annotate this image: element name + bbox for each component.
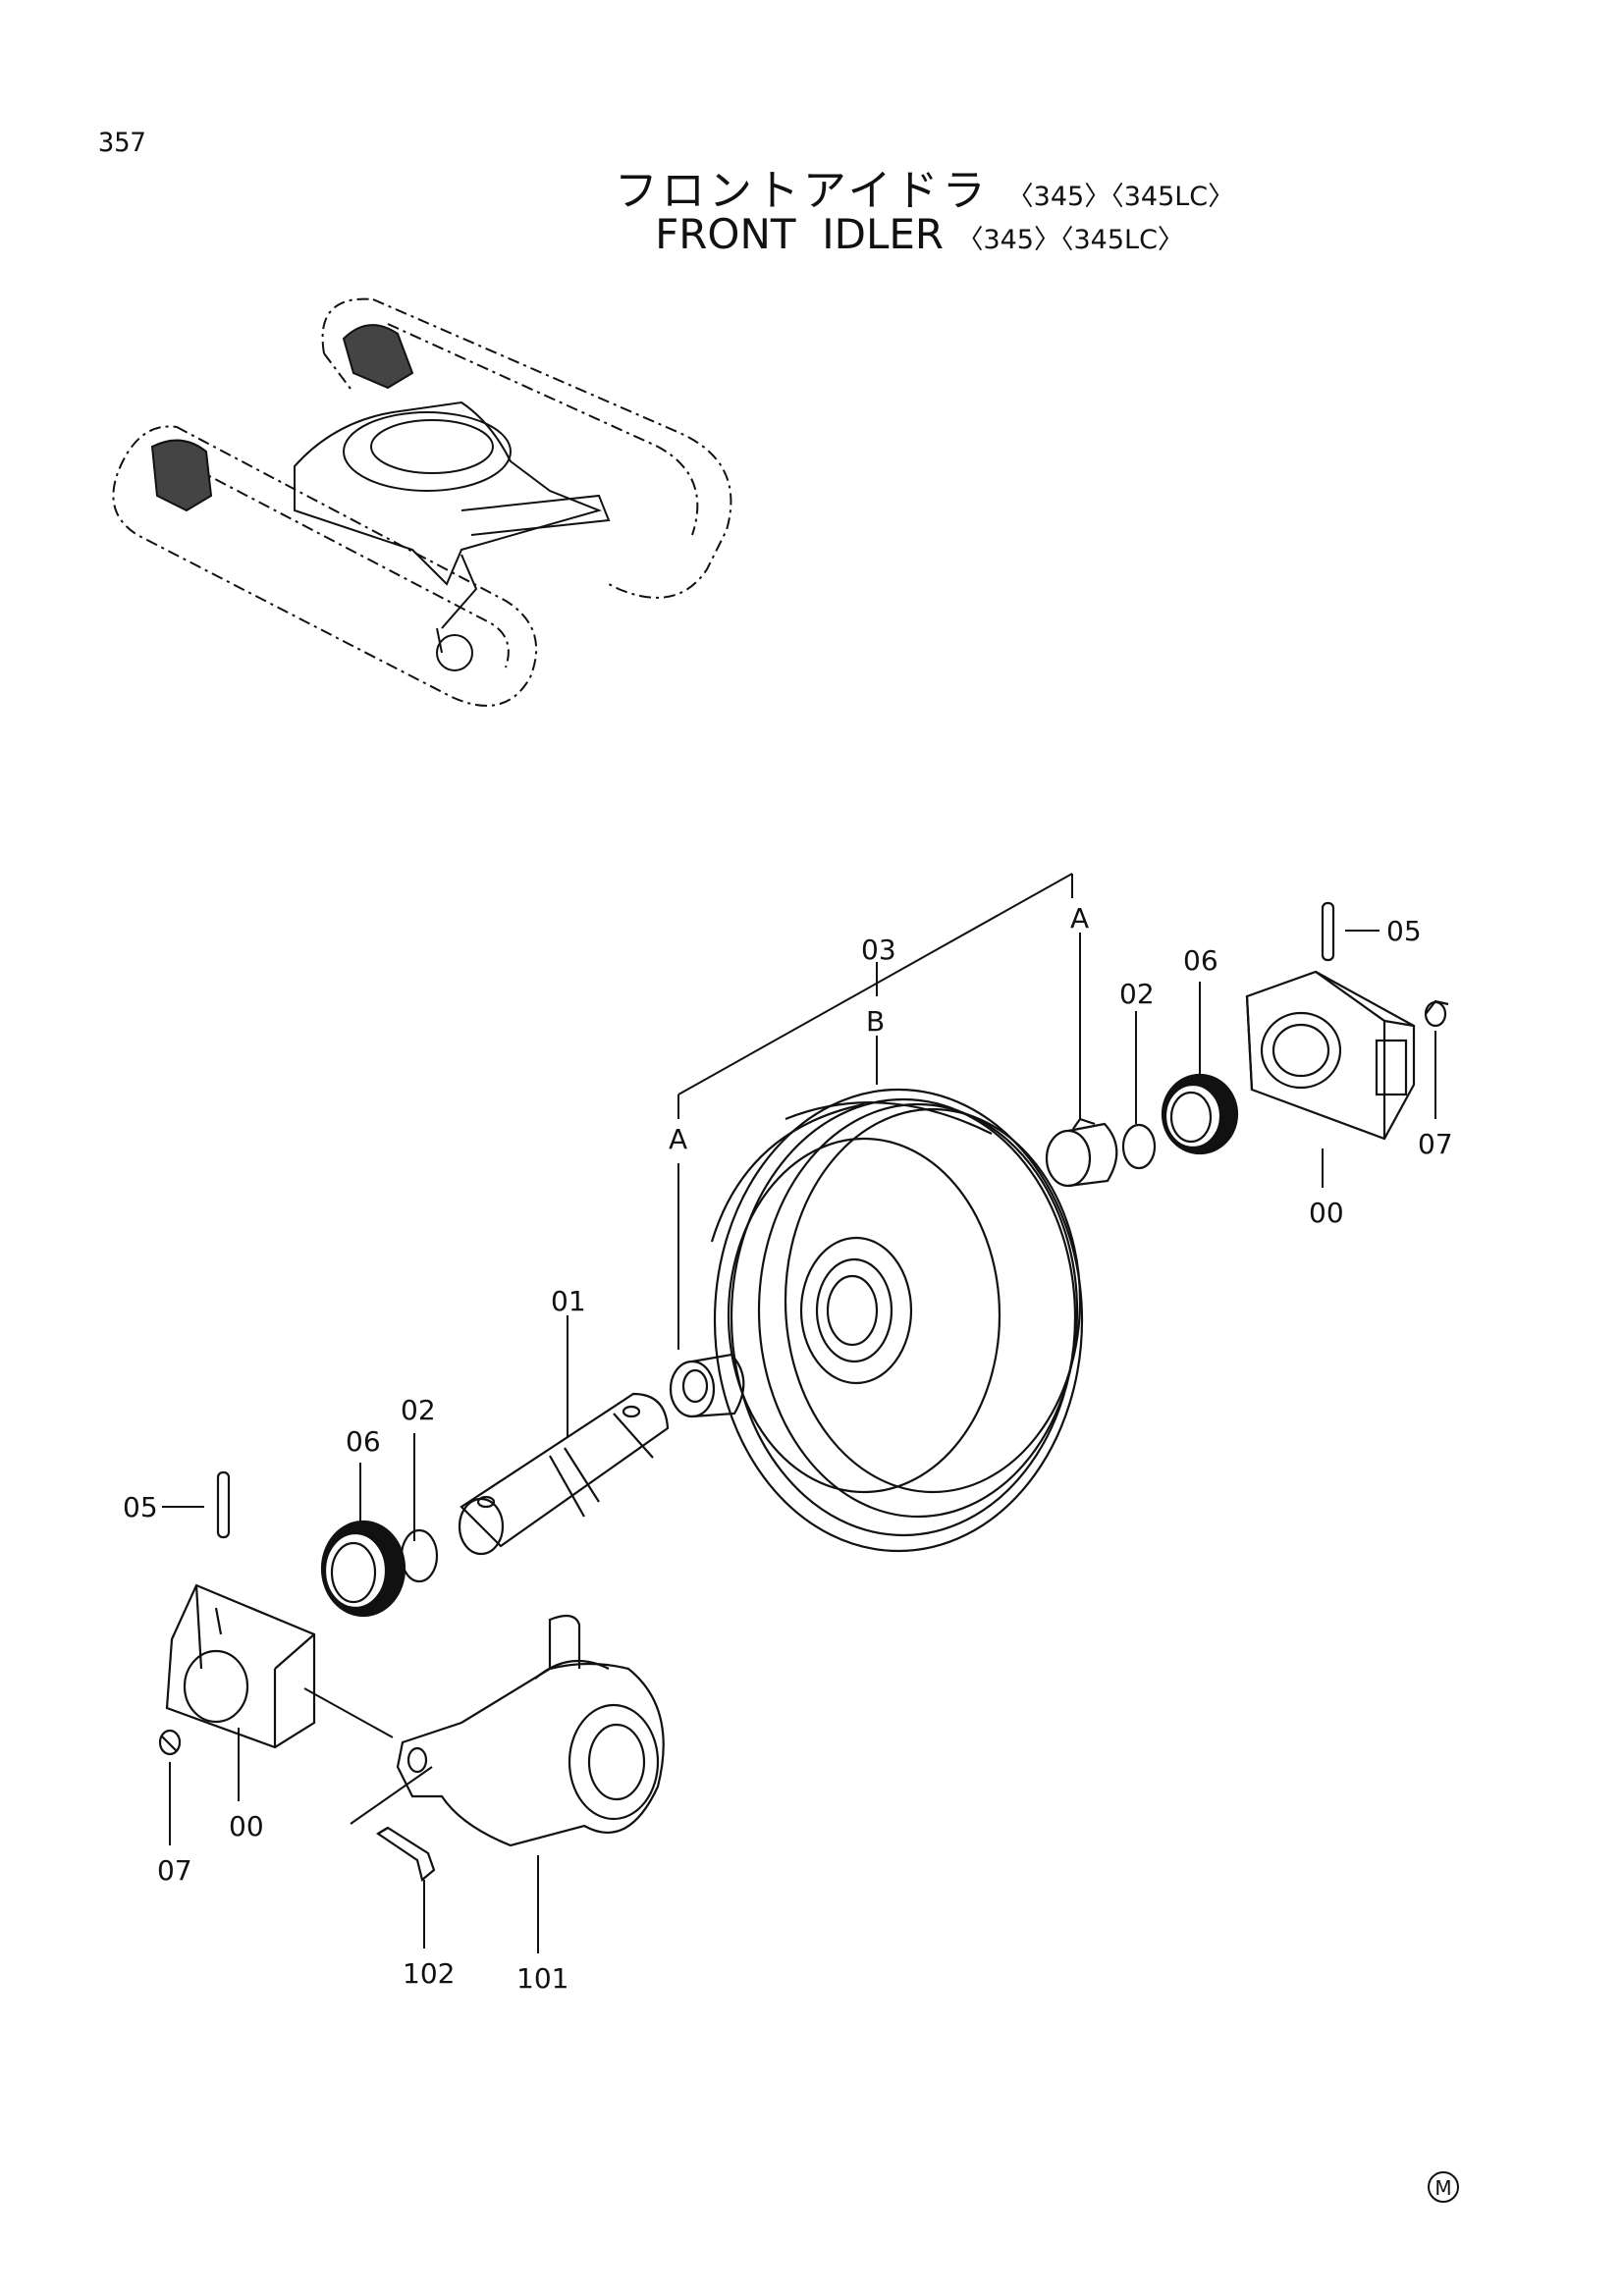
callout-a-left: A — [669, 1123, 687, 1155]
callout-07-left: 07 — [157, 1854, 192, 1887]
pin-right — [1321, 901, 1335, 962]
track-frame-solid — [150, 324, 611, 671]
callout-b: B — [866, 1005, 885, 1038]
set-screw-right — [1424, 999, 1449, 1028]
floating-seal-left — [320, 1520, 406, 1618]
support-left — [165, 1583, 316, 1749]
title-en-text: FRONT IDLER — [655, 210, 945, 258]
mark-letter: M — [1434, 2176, 1451, 2200]
callout-101: 101 — [516, 1962, 568, 1995]
callout-00-left: 00 — [229, 1810, 264, 1842]
callout-06-left: 06 — [346, 1425, 381, 1458]
track-frame-overview — [112, 297, 732, 707]
callout-02-top: 02 — [1119, 978, 1155, 1010]
title-jp-text: フロントアイドラ — [614, 166, 990, 216]
shaft — [458, 1392, 670, 1556]
title-japanese: フロントアイドラ 〈345〉〈345LC〉 — [0, 155, 1623, 218]
callout-05-top: 05 — [1386, 915, 1422, 947]
page-number: 357 — [98, 128, 146, 158]
callout-05-left: 05 — [123, 1491, 158, 1523]
bushing-left — [669, 1353, 745, 1418]
floating-seal-right — [1161, 1073, 1239, 1155]
o-ring-right — [1121, 1123, 1157, 1170]
callout-labels: 03 B A A 02 06 05 07 00 01 06 02 05 00 0… — [123, 902, 1453, 1995]
callout-01: 01 — [551, 1285, 586, 1317]
callout-06-top: 06 — [1183, 944, 1218, 977]
callout-102: 102 — [403, 1957, 455, 1990]
callout-07-right: 07 — [1418, 1128, 1453, 1160]
set-screw-left — [158, 1729, 182, 1756]
circled-m-mark: M — [1428, 2171, 1459, 2203]
pin-left — [216, 1470, 231, 1539]
bushing-right — [1045, 1117, 1118, 1188]
callout-00-right: 00 — [1309, 1197, 1344, 1229]
support-right — [1245, 970, 1416, 1141]
leader-lines — [162, 873, 1436, 1953]
callout-a-top: A — [1070, 902, 1089, 934]
idler-wheel — [710, 1088, 1084, 1553]
yoke — [396, 1614, 665, 1847]
title-english: FRONT IDLER 〈345〉〈345LC〉 — [0, 210, 1623, 258]
o-ring-left — [400, 1528, 439, 1583]
bolt — [375, 1826, 436, 1882]
title-jp-models: 〈345〉〈345LC〉 — [1006, 182, 1235, 212]
callout-03: 03 — [861, 934, 896, 966]
title-en-models: 〈345〉〈345LC〉 — [956, 225, 1184, 255]
callout-02-left: 02 — [401, 1394, 436, 1426]
